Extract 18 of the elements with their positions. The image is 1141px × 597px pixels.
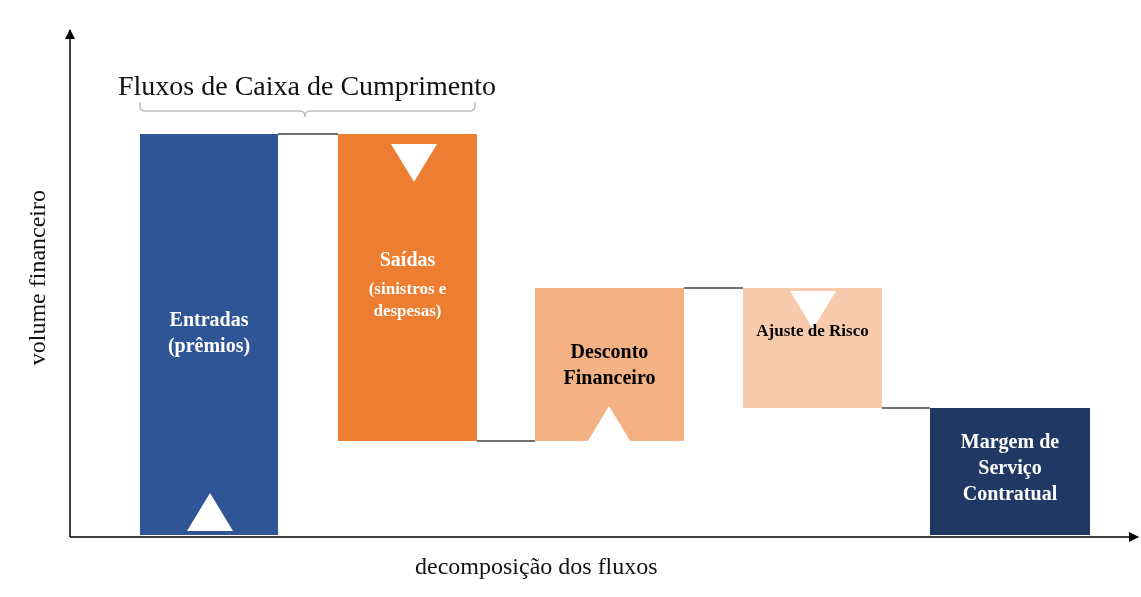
waterfall-bar [535, 288, 684, 441]
bar-subtitle: (sinistros e despesas) [367, 278, 448, 323]
connector-line [683, 287, 744, 289]
bar-label: Margem de Serviço Contratual [959, 429, 1061, 506]
bar-label: Desconto Financeiro [562, 339, 657, 390]
waterfall-bar [338, 134, 477, 441]
axis-title: volume financeiro [24, 190, 51, 366]
connector-line [277, 133, 339, 135]
bracket-label: Fluxos de Caixa de Cumprimento [118, 70, 496, 102]
waterfall-bar [140, 134, 278, 535]
waterfall-bar [743, 288, 882, 408]
bar-label: Entradas (prêmios) [166, 307, 252, 358]
connector-line [476, 440, 536, 442]
axis-title: decomposição dos fluxos [415, 553, 658, 580]
bar-label: Saídas [379, 247, 436, 272]
waterfall-bar [930, 408, 1090, 535]
connector-line [881, 407, 931, 409]
bar-label: Ajuste de Risco [756, 320, 869, 342]
